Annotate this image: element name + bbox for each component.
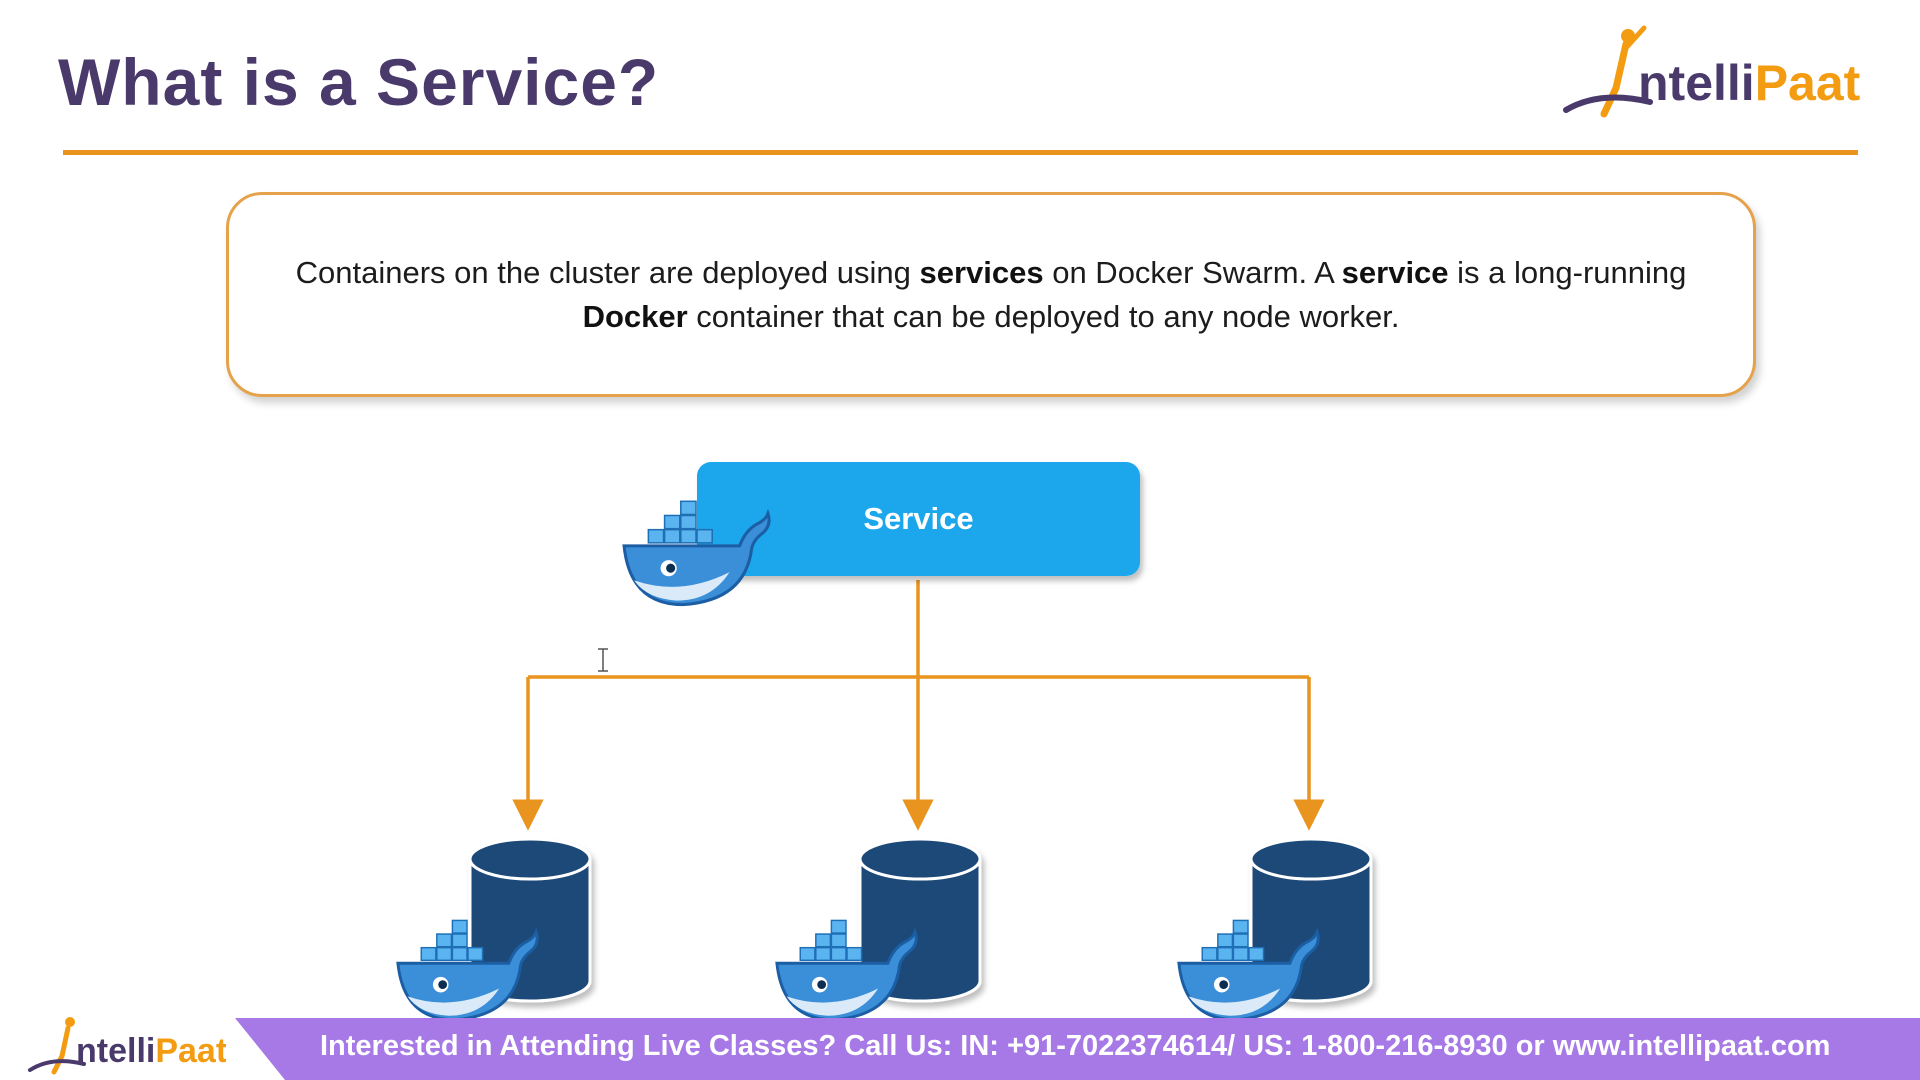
description-text: Containers on the cluster are deployed u… <box>289 251 1693 339</box>
service-label: Service <box>863 501 974 536</box>
desc-bold-service: service <box>1341 254 1449 290</box>
intellipaat-logo: ntelliPaat <box>1563 25 1861 118</box>
logo-prefix: ntelli <box>1638 55 1755 111</box>
logo-figure-icon <box>28 1017 86 1075</box>
worker-node <box>396 837 592 1022</box>
desc-part: container that can be deployed to any no… <box>687 298 1400 334</box>
desc-part: on Docker Swarm. A <box>1043 254 1342 290</box>
connector-lines <box>512 580 1325 831</box>
service-box <box>697 462 1140 576</box>
logo-suffix: Paat <box>1755 55 1861 111</box>
text-cursor-icon <box>598 648 608 672</box>
desc-bold-docker: Docker <box>582 298 688 334</box>
logo-prefix: ntelli <box>76 1032 155 1070</box>
intellipaat-logo-small: ntelliPaat <box>28 1017 226 1075</box>
svg-text:ntelliPaat: ntelliPaat <box>1638 55 1861 111</box>
footer-logo-area <box>0 1002 300 1080</box>
slide-title: What is a Service? <box>58 45 660 119</box>
footer-contact-text: Interested in Attending Live Classes? Ca… <box>320 1030 1831 1062</box>
worker-node <box>775 837 982 1022</box>
logo-figure-icon <box>1563 25 1653 118</box>
title-underline <box>63 150 1858 155</box>
desc-part: is a long-running <box>1448 254 1687 290</box>
description-box: Containers on the cluster are deployed u… <box>226 192 1756 397</box>
logo-suffix: Paat <box>155 1032 226 1070</box>
desc-bold-services: services <box>919 254 1044 290</box>
desc-part: Containers on the cluster are deployed u… <box>295 254 920 290</box>
svg-text:ntelliPaat: ntelliPaat <box>76 1032 226 1070</box>
worker-node <box>1177 837 1373 1022</box>
footer-banner <box>235 1018 1920 1080</box>
